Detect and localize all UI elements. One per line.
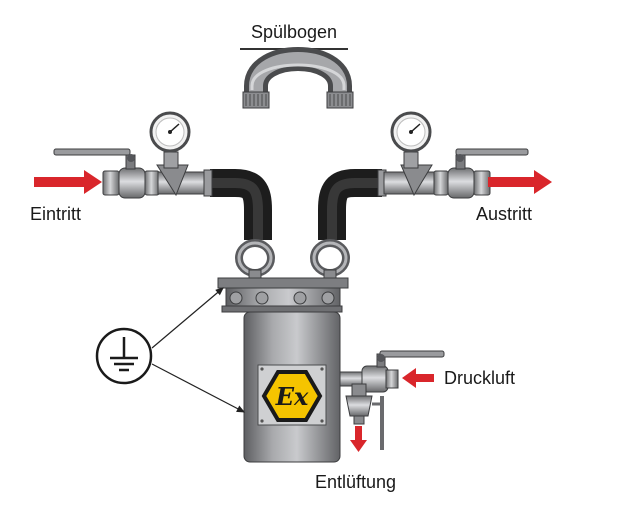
vent-label: Entlüftung — [315, 472, 396, 492]
outlet-hose — [318, 169, 387, 240]
outlet-arrow — [488, 170, 552, 194]
inlet-label: Eintritt — [30, 204, 81, 224]
outlet-pressure-gauge — [390, 111, 433, 197]
compressed-air-label: Druckluft — [444, 368, 515, 388]
flush-bend — [240, 47, 354, 109]
outlet-ball-valve — [433, 148, 529, 199]
vent-arrow — [350, 426, 367, 452]
outlet-label: Austritt — [476, 204, 532, 224]
inlet-hose — [203, 169, 272, 240]
ex-mark: Ex — [275, 382, 309, 411]
inlet-pressure-gauge — [149, 111, 191, 197]
ground-symbol-icon — [95, 327, 153, 385]
compressed-air-arrow — [402, 368, 434, 388]
vent-valve — [345, 383, 384, 450]
ex-plate: Ex — [257, 364, 327, 426]
inlet-ball-valve — [53, 148, 160, 199]
ex-hexagon-icon — [261, 370, 323, 422]
compressed-air-fitting — [339, 350, 445, 393]
tank-lid — [217, 277, 349, 313]
ground-pointer-lid — [151, 287, 224, 349]
flush-bend-label: Spülbogen — [251, 22, 337, 42]
ground-pointer-body — [151, 363, 246, 413]
eye-bolt-right — [310, 239, 350, 281]
inlet-arrow — [34, 170, 102, 194]
eye-bolt-left — [235, 239, 275, 281]
